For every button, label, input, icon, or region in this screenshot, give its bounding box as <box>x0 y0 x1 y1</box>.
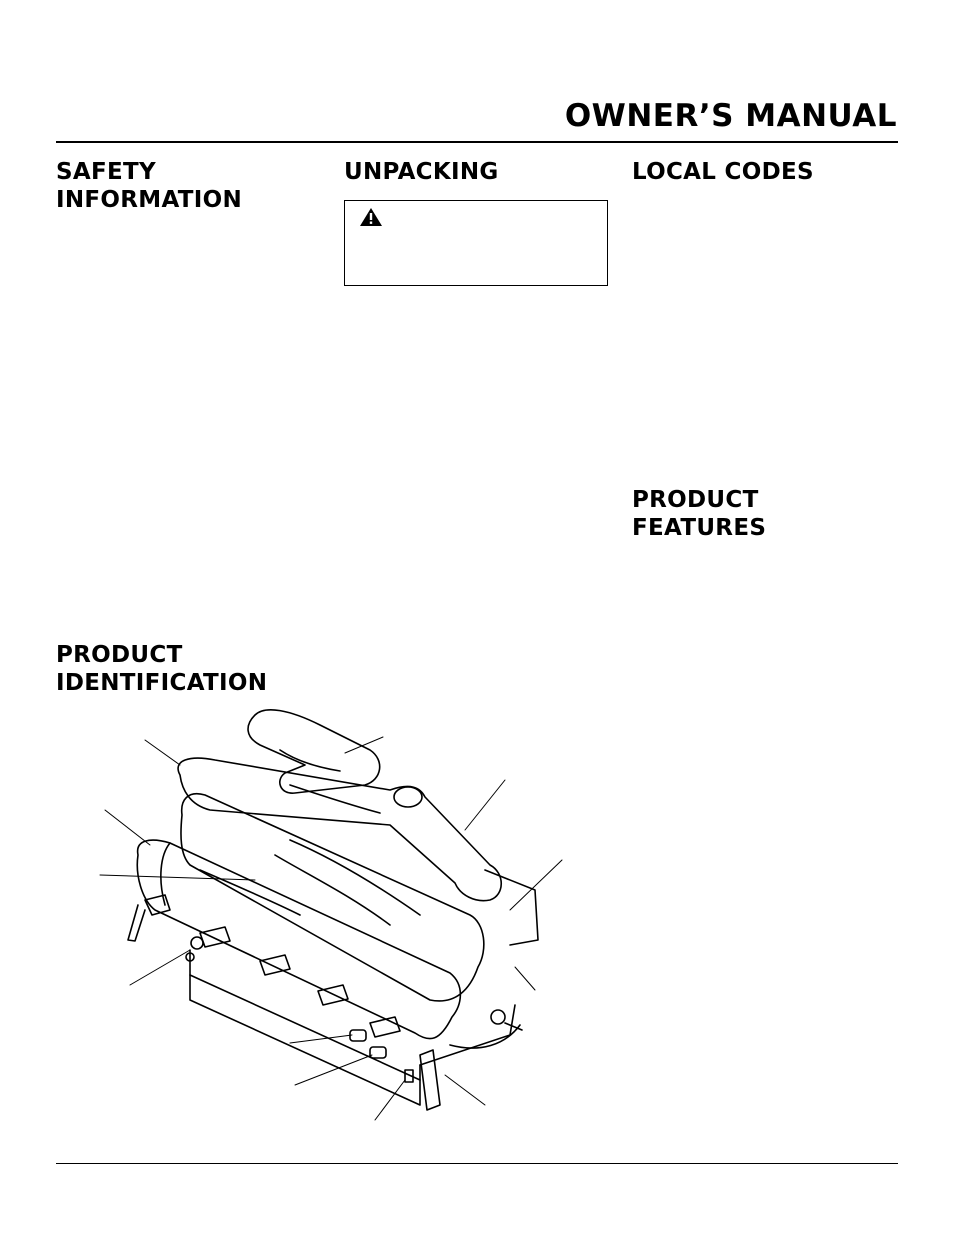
ignitor-switch <box>404 1069 414 1083</box>
leader-line <box>464 779 506 831</box>
leader-line <box>509 859 563 911</box>
pilot-fitting <box>190 936 204 950</box>
leader-line <box>99 874 256 881</box>
heading-safety-information: SAFETY INFORMATION <box>56 158 242 214</box>
grate-finger <box>144 894 171 916</box>
grate-finger <box>259 954 291 976</box>
leader-line <box>144 739 181 766</box>
heading-line: LOCAL CODES <box>632 159 814 185</box>
inlet-fitting <box>349 1029 367 1042</box>
heading-unpacking: UNPACKING <box>344 158 499 186</box>
grate-finger <box>317 984 349 1006</box>
leader-line <box>289 1034 353 1044</box>
heading-product-identification: PRODUCT IDENTIFICATION <box>56 641 267 697</box>
leader-lines <box>99 736 563 1121</box>
header-rule <box>56 141 898 143</box>
control-housing <box>484 869 539 946</box>
rear-log <box>180 793 485 1002</box>
leader-line <box>104 809 151 846</box>
product-identification-diagram <box>99 709 563 1121</box>
heading-local-codes: LOCAL CODES <box>632 158 814 186</box>
heading-line: IDENTIFICATION <box>56 670 268 696</box>
heading-line: INFORMATION <box>56 187 243 213</box>
warning-triangle-icon <box>360 208 382 226</box>
front-log <box>136 839 462 1040</box>
gas-tube <box>449 1024 521 1049</box>
top-log <box>177 757 503 902</box>
leader-line <box>374 1079 406 1121</box>
ignitor-bracket <box>419 1049 441 1111</box>
cross-log <box>247 709 381 794</box>
leader-line <box>514 966 536 991</box>
leader-line <box>129 949 191 986</box>
leader-line <box>344 736 384 754</box>
warning-box <box>344 200 608 286</box>
heading-product-features: PRODUCT FEATURES <box>632 486 766 542</box>
inlet-fitting <box>369 1046 387 1059</box>
heading-line: FEATURES <box>632 515 767 541</box>
heading-line: PRODUCT <box>632 487 759 513</box>
footer-rule <box>56 1163 898 1164</box>
heading-line: PRODUCT <box>56 642 183 668</box>
leader-line <box>444 1074 486 1106</box>
heading-line: UNPACKING <box>344 159 499 185</box>
manual-title: OWNER’S MANUAL <box>564 98 897 134</box>
leader-line <box>294 1054 373 1086</box>
heading-line: SAFETY <box>56 159 156 185</box>
pilot-fitting <box>185 952 195 962</box>
control-knob <box>490 1009 506 1025</box>
grate-finger <box>369 1016 401 1038</box>
